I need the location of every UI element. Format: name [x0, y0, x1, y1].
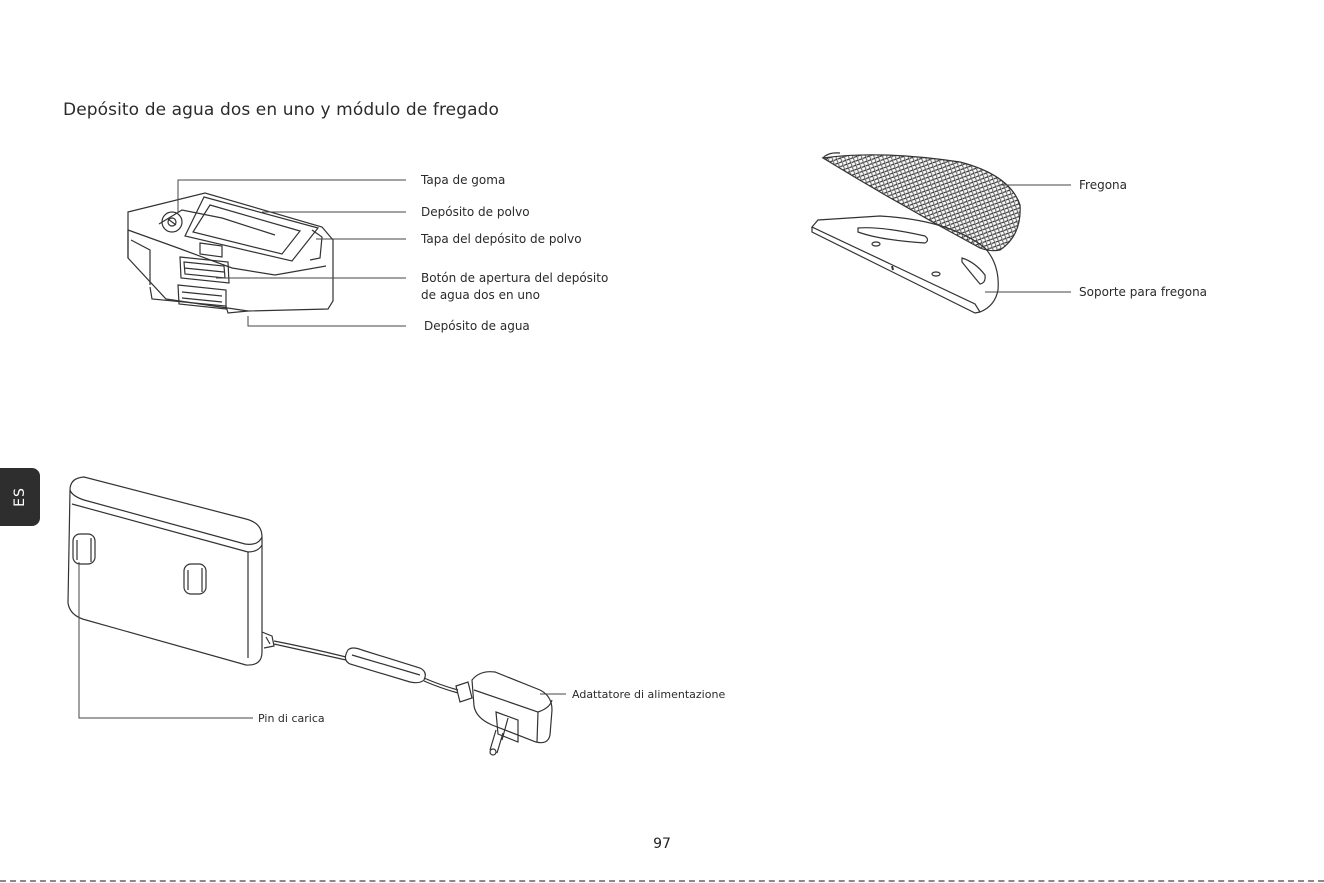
power-adapter-label: Adattatore di alimentazione	[572, 687, 725, 703]
page-bottom-rule	[0, 880, 1324, 882]
water-tank-illustration	[128, 193, 333, 313]
page-number: 97	[0, 836, 1324, 852]
power-cable-illustration	[262, 632, 458, 693]
water-tank-label: Depósito de agua	[424, 318, 530, 334]
charging-dock-illustration	[68, 477, 262, 665]
dust-bin-cover-label: Tapa del depósito de polvo	[421, 231, 582, 247]
mop-holder-label: Soporte para fregona	[1079, 284, 1207, 300]
release-button-label-line1: Botón de apertura del depósito	[421, 270, 608, 286]
dust-bin-label: Depósito de polvo	[421, 204, 530, 220]
charging-pins-label: Pin di carica	[258, 711, 325, 727]
language-tab: ES	[0, 468, 40, 526]
power-adapter-illustration	[456, 672, 552, 755]
mop-illustration	[823, 153, 1020, 251]
language-tab-label: ES	[12, 487, 28, 507]
rubber-cap-label: Tapa de goma	[421, 172, 505, 188]
mop-label: Fregona	[1079, 177, 1127, 193]
release-button-label-line2: de agua dos en uno	[421, 287, 540, 303]
